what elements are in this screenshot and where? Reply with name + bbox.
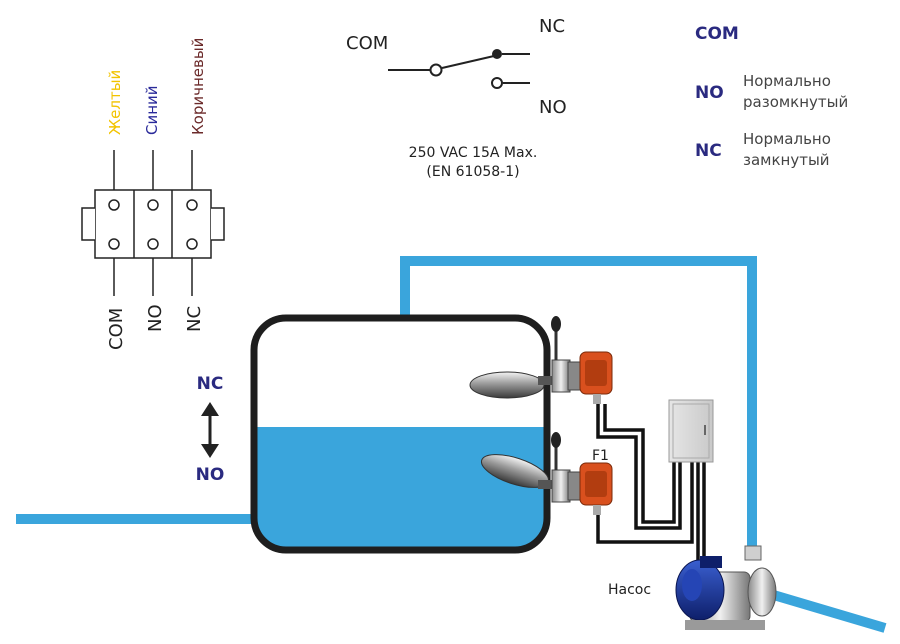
- legend-code-nc: NC: [695, 141, 722, 161]
- rating-line-1: 250 VAC 15A Max.: [409, 145, 538, 161]
- legend-nc-line1: Нормально: [743, 130, 831, 148]
- legend-code-com: COM: [695, 24, 739, 44]
- level-label-no: NO: [196, 465, 225, 485]
- float-switch-upper: [469, 316, 613, 404]
- wire-label-yellow: Желтый: [106, 70, 124, 135]
- wire-label-brown: Коричневый: [189, 38, 207, 135]
- switch-label-com: COM: [346, 33, 388, 54]
- terminal-label-no: NO: [145, 304, 166, 332]
- wire-label-blue: Синий: [143, 85, 161, 135]
- switch-label-no: NO: [539, 97, 567, 118]
- switch-label-nc: NC: [539, 16, 565, 37]
- cables: [596, 404, 706, 562]
- fuse-label: F1: [592, 448, 609, 464]
- rating-line-2: (EN 61058-1): [426, 164, 519, 180]
- terminal-label-com: COM: [106, 308, 127, 350]
- level-label-nc: NC: [197, 374, 224, 394]
- up-down-arrow-icon: [201, 402, 219, 458]
- legend-code-no: NO: [695, 83, 724, 103]
- float-switch-lower: [480, 432, 613, 515]
- legend-nc-line2: замкнутый: [743, 151, 830, 169]
- pump: [675, 545, 777, 630]
- control-box: [668, 399, 714, 463]
- legend-no-line1: Нормально: [743, 72, 831, 90]
- tank: [250, 314, 551, 554]
- pump-label: Насос: [608, 582, 651, 598]
- terminal-block: [81, 150, 225, 296]
- terminal-label-nc: NC: [184, 306, 205, 332]
- legend-no-line2: разомкнутый: [743, 93, 848, 111]
- switch-symbol: [388, 49, 530, 89]
